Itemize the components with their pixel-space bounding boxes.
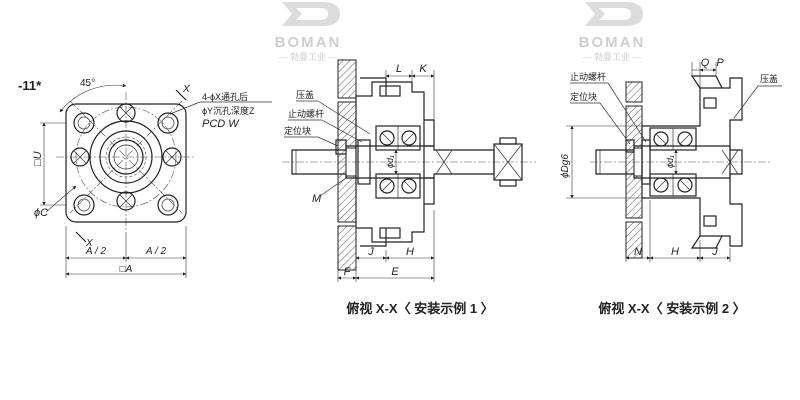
ex1-bearing-top xyxy=(375,125,421,151)
ex1-dim-d1: ϕd₁ xyxy=(385,155,395,168)
boss-outer xyxy=(89,120,163,194)
ex2-caption: 俯视 X-X〈 安装示例 2 〉 xyxy=(598,301,745,316)
hole-note-line3: PCD W xyxy=(202,118,240,130)
ex2-dim-Dg6: ϕDg6 xyxy=(560,154,571,178)
dim-U: □U xyxy=(32,151,44,166)
ex1-dim-K: K xyxy=(419,63,427,75)
watermark-tagline: — 勃曼工业 — xyxy=(582,51,641,62)
watermark-left: BOMAN — 勃曼工业 — xyxy=(275,2,342,62)
ex2-dim-H: H xyxy=(671,246,679,258)
front-view-tag: -11* xyxy=(18,78,42,93)
ex2-housing xyxy=(641,77,743,247)
ex1-dim-J: J xyxy=(367,246,374,258)
mount-hole-br xyxy=(157,194,179,216)
ex1-dim-H: H xyxy=(406,246,414,258)
cap-screw-right xyxy=(162,147,182,167)
watermark-tagline: — 勃曼工业 — xyxy=(278,51,337,62)
ex2-dim-N: N xyxy=(634,246,642,258)
dim-C: ϕC xyxy=(34,207,48,219)
ex2-label-stop-bolt: 止动螺杆 xyxy=(570,71,606,82)
ex1-coupling xyxy=(493,137,523,187)
ex2-dim-P: P xyxy=(716,57,724,69)
install-example-2: 止动螺杆 定位块 压盖 Q P ϕDg6 ϕd₁ N H J xyxy=(560,57,782,316)
boman-logo-icon xyxy=(585,2,643,26)
section-mark-top: X xyxy=(182,84,190,95)
dim-A-half-left: A / 2 xyxy=(85,246,107,257)
cap-screw-bottom xyxy=(116,191,136,211)
watermark-brand: BOMAN xyxy=(275,34,342,51)
dim-A: □A xyxy=(120,264,133,275)
ex2-bearing-top xyxy=(649,127,697,151)
ex1-dim-F: F xyxy=(344,266,352,278)
section-mark-bottom: X xyxy=(85,238,93,249)
ex2-lock-nut xyxy=(641,139,651,185)
watermark-right: BOMAN — 勃曼工业 — xyxy=(579,2,646,62)
ex1-dim-E: E xyxy=(391,266,399,278)
ex2-dim-Q: Q xyxy=(701,57,710,69)
ex2-label-press-cap: 压盖 xyxy=(760,73,778,84)
ex1-label-locating-block: 定位块 xyxy=(284,125,311,136)
watermark-brand: BOMAN xyxy=(579,34,646,51)
ex1-housing xyxy=(355,81,425,243)
mount-hole-tr xyxy=(157,112,179,134)
cap-screw-left xyxy=(70,147,90,167)
ex2-dim-d1: ϕd₁ xyxy=(665,155,675,168)
ex2-dim-J: J xyxy=(711,246,718,258)
front-view: -11* 45° xyxy=(18,78,272,278)
ex2-bearing-bottom xyxy=(649,173,697,197)
ex2-locating-block xyxy=(625,139,635,153)
install-example-1: 压盖 止动螺杆 定位块 M ϕd₁ L K J H F E xyxy=(282,59,536,316)
boman-logo-icon xyxy=(282,2,340,26)
hole-note-line2: ϕY沉孔深度Z xyxy=(202,105,255,116)
ex2-label-locating-block: 定位块 xyxy=(570,91,597,102)
dim-A-half-right: A / 2 xyxy=(145,246,167,257)
ex1-label-press-cap: 压盖 xyxy=(296,89,314,100)
angle-label: 45° xyxy=(80,78,95,89)
ex1-dim-M: M xyxy=(312,193,322,205)
hole-note-line1: 4-ϕX通孔后 xyxy=(202,92,248,102)
mount-hole-bl xyxy=(73,194,95,216)
mount-hole-tl xyxy=(73,112,95,134)
ex1-bearing-bottom xyxy=(375,173,421,199)
ex1-lock-nut xyxy=(357,139,371,185)
cap-screw-top xyxy=(116,103,136,123)
ex1-dim-L: L xyxy=(396,63,402,75)
ex1-label-stop-bolt: 止动螺杆 xyxy=(288,108,324,119)
ex1-caption: 俯视 X-X〈 安装示例 1 〉 xyxy=(346,301,493,316)
ex1-locating-block xyxy=(335,139,347,155)
